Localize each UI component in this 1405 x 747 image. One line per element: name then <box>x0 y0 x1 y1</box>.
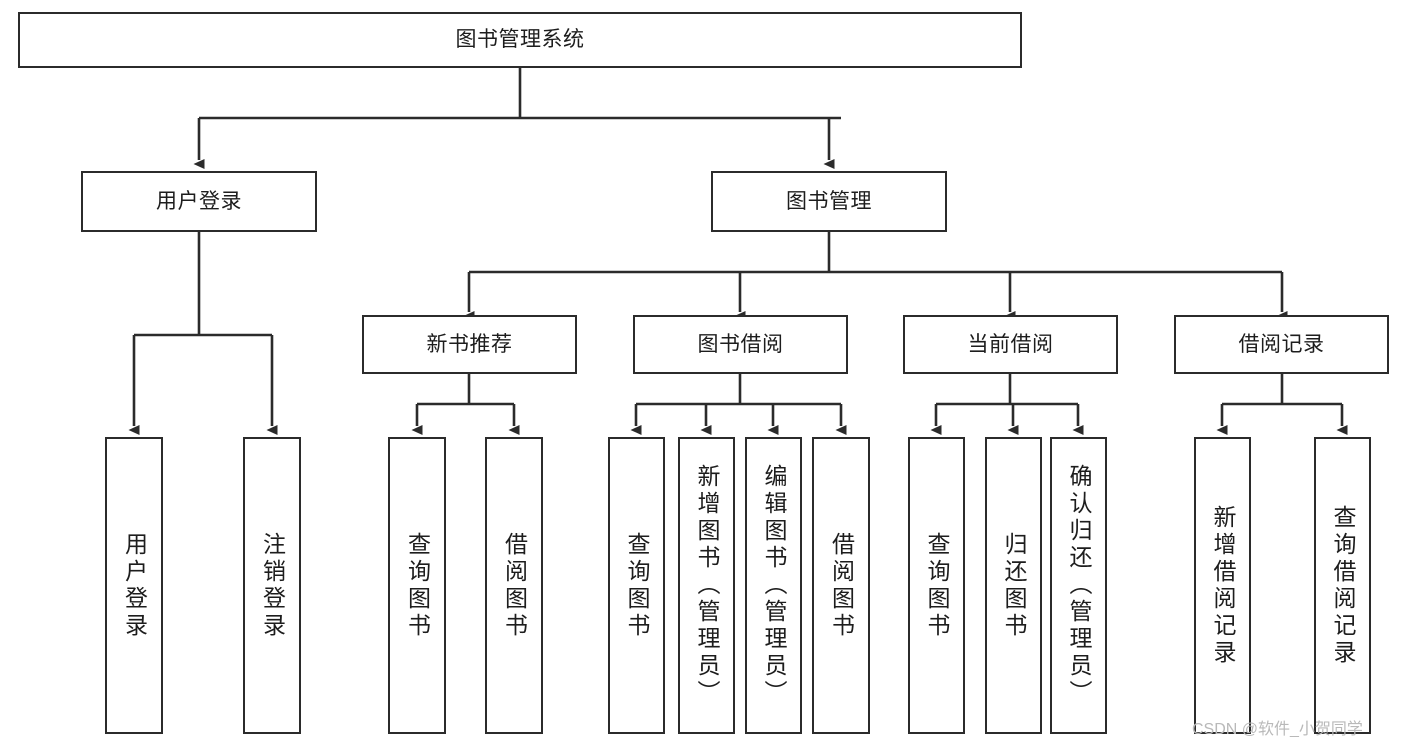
node-leaf-add-book-label: 新增图书（管理员） <box>694 464 720 707</box>
node-user-login-label: 用户登录 <box>156 189 242 213</box>
node-leaf-borrow-book-1[interactable]: 借阅图书 <box>485 437 543 734</box>
node-leaf-query-book-3[interactable]: 查询图书 <box>908 437 965 734</box>
node-leaf-confirm-return[interactable]: 确认归还（管理员） <box>1050 437 1107 734</box>
node-leaf-query-book-3-label: 查询图书 <box>924 531 950 640</box>
node-leaf-logout-label: 注销登录 <box>259 531 286 640</box>
node-leaf-add-record[interactable]: 新增借阅记录 <box>1194 437 1251 734</box>
node-leaf-edit-book-label: 编辑图书（管理员） <box>761 464 787 707</box>
node-leaf-confirm-return-label: 确认归还（管理员） <box>1066 464 1092 707</box>
node-new-book-recommend[interactable]: 新书推荐 <box>362 315 577 374</box>
node-leaf-query-book-2[interactable]: 查询图书 <box>608 437 665 734</box>
node-leaf-query-book-1[interactable]: 查询图书 <box>388 437 446 734</box>
node-book-borrow[interactable]: 图书借阅 <box>633 315 848 374</box>
node-leaf-query-book-2-label: 查询图书 <box>624 531 650 640</box>
node-leaf-add-book[interactable]: 新增图书（管理员） <box>678 437 735 734</box>
node-leaf-return-book-label: 归还图书 <box>1001 531 1027 640</box>
node-leaf-borrow-book-1-label: 借阅图书 <box>501 531 528 640</box>
node-leaf-edit-book[interactable]: 编辑图书（管理员） <box>745 437 802 734</box>
node-book-borrow-label: 图书借阅 <box>697 332 784 356</box>
node-book-manage[interactable]: 图书管理 <box>711 171 947 232</box>
node-leaf-query-book-1-label: 查询图书 <box>404 531 431 640</box>
node-leaf-query-record[interactable]: 查询借阅记录 <box>1314 437 1371 734</box>
node-root[interactable]: 图书管理系统 <box>18 12 1022 68</box>
node-leaf-borrow-book-2[interactable]: 借阅图书 <box>812 437 870 734</box>
node-leaf-add-record-label: 新增借阅记录 <box>1210 504 1236 667</box>
node-current-borrow[interactable]: 当前借阅 <box>903 315 1118 374</box>
node-borrow-record-label: 借阅记录 <box>1238 332 1325 356</box>
node-current-borrow-label: 当前借阅 <box>967 332 1054 356</box>
node-user-login[interactable]: 用户登录 <box>81 171 317 232</box>
node-new-book-recommend-label: 新书推荐 <box>426 332 513 356</box>
node-leaf-return-book[interactable]: 归还图书 <box>985 437 1042 734</box>
node-leaf-user-login-label: 用户登录 <box>121 531 148 640</box>
node-leaf-query-record-label: 查询借阅记录 <box>1330 504 1356 667</box>
node-leaf-user-login[interactable]: 用户登录 <box>105 437 163 734</box>
node-borrow-record[interactable]: 借阅记录 <box>1174 315 1389 374</box>
node-root-label: 图书管理系统 <box>455 28 585 52</box>
node-book-manage-label: 图书管理 <box>786 189 872 213</box>
node-leaf-logout[interactable]: 注销登录 <box>243 437 301 734</box>
node-leaf-borrow-book-2-label: 借阅图书 <box>828 531 855 640</box>
